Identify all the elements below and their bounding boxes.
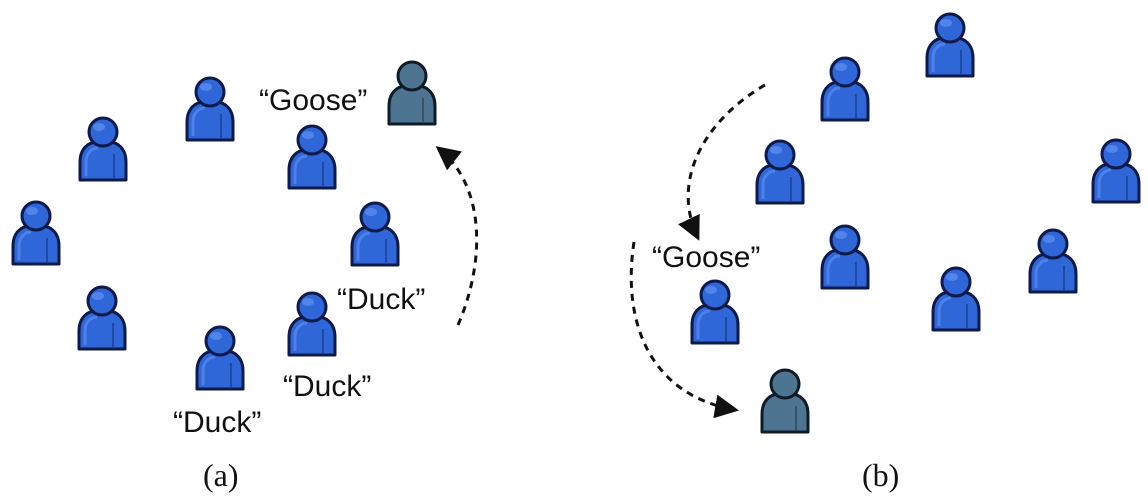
- panel-b-caption: (b): [862, 457, 900, 493]
- dashed-arrow-b-top: [678, 83, 766, 241]
- dashed-arrow-b-bottom: [629, 241, 739, 419]
- goose-label-b: “Goose”: [652, 241, 761, 274]
- goose-person-a: [387, 60, 437, 126]
- person-b3: [755, 139, 805, 205]
- person-b7: [931, 266, 981, 332]
- goose-label-a: “Goose”: [259, 84, 368, 117]
- person-a2: [78, 116, 128, 182]
- person-a7: [287, 291, 337, 357]
- person-b1: [925, 12, 975, 78]
- person-b2: [820, 56, 870, 122]
- person-a8: [195, 325, 245, 391]
- person-a1: [185, 76, 235, 142]
- duck-label-1: “Duck”: [337, 283, 426, 316]
- duck-label-2: “Duck”: [283, 370, 372, 403]
- person-b5: [820, 224, 870, 290]
- person-b4: [1091, 138, 1141, 204]
- goose-person-b: [760, 368, 810, 434]
- person-b8: [690, 279, 740, 345]
- person-a5: [350, 201, 400, 267]
- dashed-arrow-a: [435, 146, 479, 326]
- duck-label-3: “Duck”: [173, 406, 262, 439]
- panel-a-caption: (a): [203, 457, 239, 493]
- person-a3: [287, 124, 337, 190]
- person-b6: [1028, 228, 1078, 294]
- person-a4: [11, 200, 61, 266]
- person-a6: [77, 285, 127, 351]
